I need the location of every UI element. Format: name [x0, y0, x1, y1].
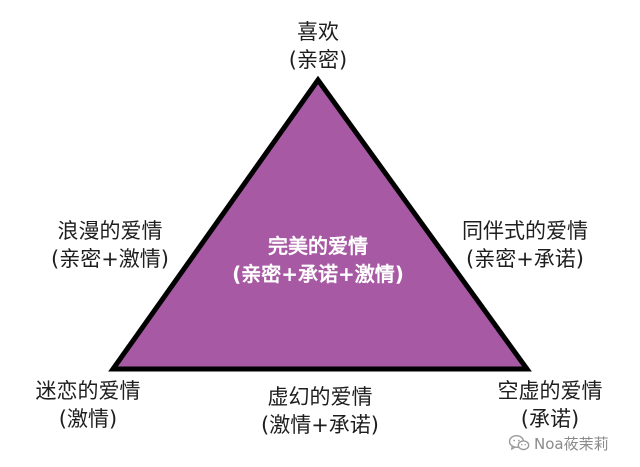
bottom-right-title: 空虚的爱情 [497, 379, 603, 403]
triangle-shape [108, 75, 532, 372]
bottom-mid-label: 虚幻的爱情 (激情+承诺) [240, 383, 400, 439]
bottom-left-components: (激情) [58, 407, 118, 431]
top-components: (亲密) [288, 48, 348, 72]
bottom-mid-title: 虚幻的爱情 [267, 385, 373, 409]
watermark-text: Noa莜茉莉 [534, 434, 609, 453]
bottom-right-components: (承诺) [520, 407, 580, 431]
bottom-left-label: 迷恋的爱情 (激情) [18, 377, 158, 433]
center-title: 完美的爱情 [268, 234, 368, 258]
bottom-left-title: 迷恋的爱情 [35, 379, 141, 403]
wechat-icon [508, 434, 530, 451]
right-mid-components: (亲密+承诺) [466, 247, 584, 271]
top-label: 喜欢 (亲密) [256, 18, 380, 74]
watermark: Noa莜茉莉 [508, 432, 609, 454]
right-mid-label: 同伴式的爱情 (亲密+承诺) [440, 217, 610, 273]
bottom-mid-components: (激情+承诺) [261, 413, 379, 437]
bottom-right-label: 空虚的爱情 (承诺) [476, 377, 624, 433]
left-mid-components: (亲密+激情) [51, 247, 169, 271]
right-mid-title: 同伴式的爱情 [462, 219, 588, 243]
left-mid-label: 浪漫的爱情 (亲密+激情) [30, 217, 190, 273]
center-components: (亲密+承诺+激情) [232, 262, 404, 286]
top-title: 喜欢 [297, 20, 339, 44]
center-label: 完美的爱情 (亲密+承诺+激情) [210, 232, 426, 288]
left-mid-title: 浪漫的爱情 [57, 219, 163, 243]
